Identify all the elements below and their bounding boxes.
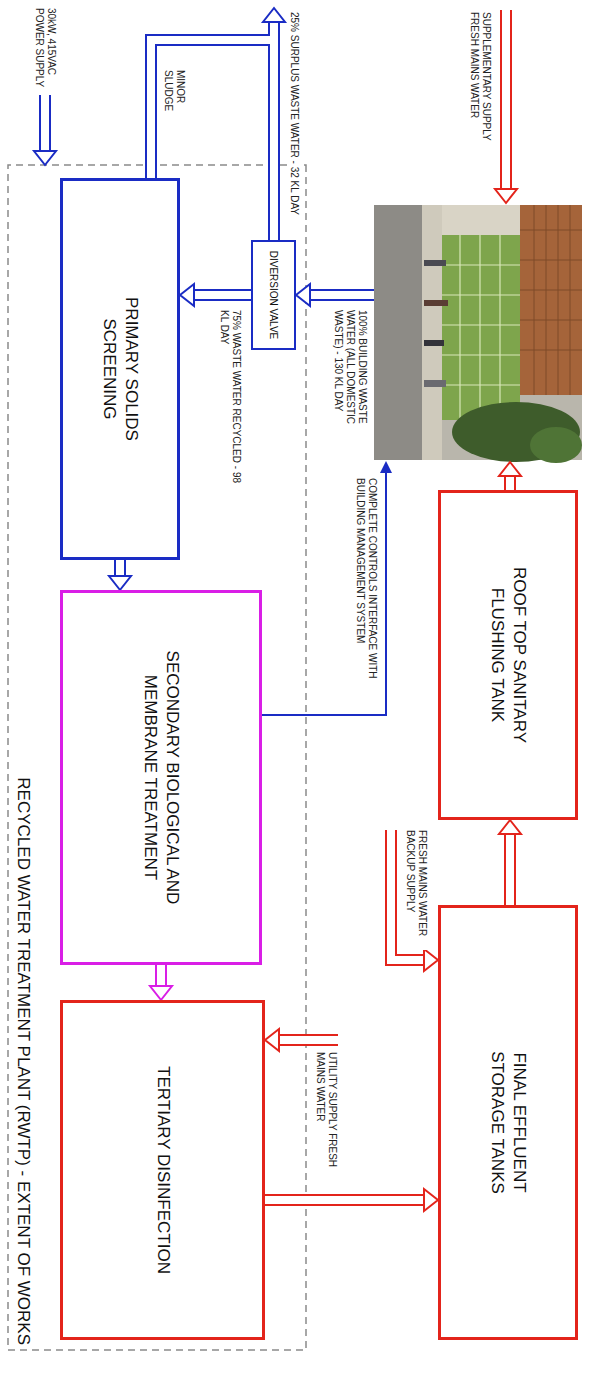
- person: [424, 340, 444, 346]
- pipe-wall: [265, 1194, 424, 1206]
- flow-label: COMPLETE CONTROLS INTERFACE WITH BUILDIN…: [354, 478, 378, 683]
- flow-label: SUPPLEMENTARY SUPPLY FRESH MAINS WATER: [468, 12, 492, 157]
- flow-arrow: [499, 820, 521, 905]
- arrow-head: [424, 949, 438, 971]
- box-label: FINAL EFFLUENT STORAGE TANKS: [486, 1033, 530, 1213]
- flow-label: 30kW, 415VAC POWER SUPPLY: [33, 8, 57, 90]
- arrow-head: [263, 8, 285, 22]
- utility-pipe-inner: [279, 1036, 338, 1044]
- pipe-bore: [265, 1196, 424, 1204]
- process-box: TERTIARY DISINFECTION: [60, 1000, 265, 1340]
- box-label: SECONDARY BIOLOGICAL AND MEMBRANE TREATM…: [139, 650, 183, 905]
- brick-lines: [520, 205, 582, 395]
- facade-grid: [442, 235, 520, 420]
- flow-arrow: [150, 965, 172, 1000]
- process-box: SECONDARY BIOLOGICAL AND MEMBRANE TREATM…: [60, 590, 262, 965]
- box-label: TERTIARY DISINFECTION: [151, 1066, 173, 1274]
- pipe-wall: [114, 560, 126, 576]
- diagram-title: RECYCLED WATER TREATMENT PLANT (RWTP) - …: [13, 755, 33, 1345]
- power-arrow-inner: [41, 95, 49, 151]
- street: [374, 205, 422, 460]
- pipe-wall: [504, 834, 516, 905]
- glass-facade: [442, 235, 520, 420]
- valve-box: DIVERSION VALVE: [251, 240, 296, 350]
- arrow-head: [34, 151, 56, 165]
- box-label: PRIMARY SOLIDS SCREENING: [98, 279, 142, 459]
- arrow-head: [380, 461, 392, 473]
- arrow-head: [265, 1029, 279, 1051]
- flow-label: MINOR SLUDGE: [162, 70, 186, 130]
- flow-arrow: [180, 284, 251, 306]
- power-arrow: [39, 95, 51, 151]
- side-block: [442, 205, 520, 235]
- process-box: PRIMARY SOLIDS SCREENING: [60, 178, 180, 560]
- arrow-head: [499, 820, 521, 834]
- surplus-pipe-inner: [270, 22, 278, 240]
- brick-wall: [520, 205, 582, 395]
- flow-arrow: [109, 560, 131, 590]
- surplus-pipe: [268, 22, 280, 240]
- arrow-head: [180, 284, 194, 306]
- edge-label: 75% WASTE WATER RECYCLED - 98 KL DAY: [218, 310, 242, 490]
- arrow-head: [499, 462, 521, 476]
- pipe-bore: [506, 834, 514, 905]
- pipe-bore: [116, 560, 124, 576]
- tank-box: FINAL EFFLUENT STORAGE TANKS: [438, 905, 578, 1340]
- arrow-head: [495, 189, 517, 203]
- extent-boundary: [8, 165, 306, 1350]
- flow-label: FRESH MAINS WATER BACKUP SUPPLY: [404, 830, 428, 950]
- supply-pipe-inner: [502, 10, 510, 189]
- person: [424, 300, 448, 306]
- building-photo: [374, 205, 582, 463]
- waste-pipe: [310, 289, 374, 301]
- pavement: [422, 205, 442, 460]
- sludge-pipe-inner: [151, 40, 274, 178]
- box-label: ROOF TOP SANITARY FLUSHING TANK: [486, 545, 530, 765]
- pipe-wall: [194, 289, 251, 301]
- box-label: DIVERSION VALVE: [267, 251, 280, 340]
- flow-label: 25% SURPLUS WASTE WATER - 32 KL DAY: [288, 12, 300, 215]
- tank-box: ROOF TOP SANITARY FLUSHING TANK: [438, 490, 578, 820]
- arrow-head: [109, 576, 131, 590]
- supply-pipe: [500, 10, 512, 189]
- flow-arrow: [265, 1189, 438, 1211]
- tree-crown: [530, 427, 582, 463]
- person: [424, 380, 446, 387]
- pipe-bore: [157, 965, 165, 986]
- arrow-head: [296, 284, 310, 306]
- utility-pipe: [279, 1034, 338, 1046]
- waste-pipe-inner: [310, 291, 374, 299]
- control-line: [262, 472, 386, 715]
- arrow-head: [150, 986, 172, 1000]
- arrow-head: [424, 1189, 438, 1211]
- sludge-pipe: [151, 40, 274, 178]
- person: [424, 260, 446, 266]
- pipe-bore: [194, 291, 251, 299]
- pipe-wall: [155, 965, 167, 986]
- flow-label: 100% BUILDING WASTE WATER (ALL DOMESTIC …: [332, 310, 368, 460]
- flow-label: UTILITY SUPPLY FRESH MAINS WATER: [314, 1052, 338, 1172]
- flush-pipe: [504, 476, 516, 490]
- flush-pipe-inner: [506, 476, 514, 490]
